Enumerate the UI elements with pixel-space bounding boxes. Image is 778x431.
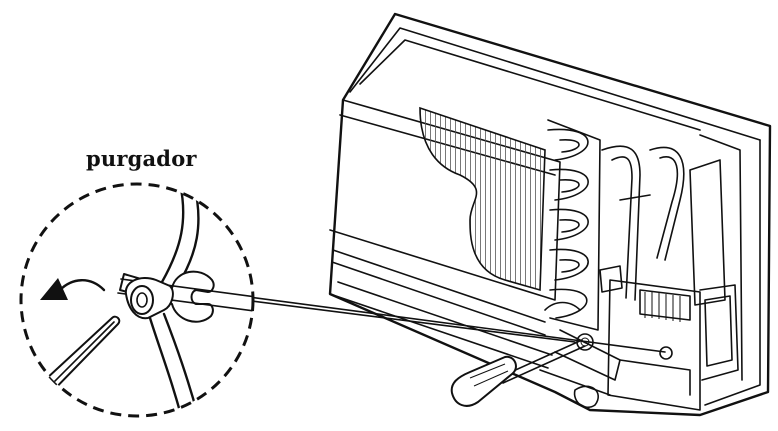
coil-bends [547,119,601,331]
rotation-arrowhead [40,278,68,300]
unit-right-side [704,139,761,406]
leader-lines [195,289,666,353]
heat-exchanger-fins [419,106,546,292]
purgador-label: purgador [86,146,197,171]
electrical-box [599,159,739,411]
refrigerant-pipes [601,145,685,301]
unit-housing-outline [328,12,772,417]
indoor-unit [328,12,772,417]
unit-top-edge [349,27,761,141]
rotation-arrow [58,279,106,292]
screwdriver [450,339,586,407]
magnified-callout [19,182,255,418]
